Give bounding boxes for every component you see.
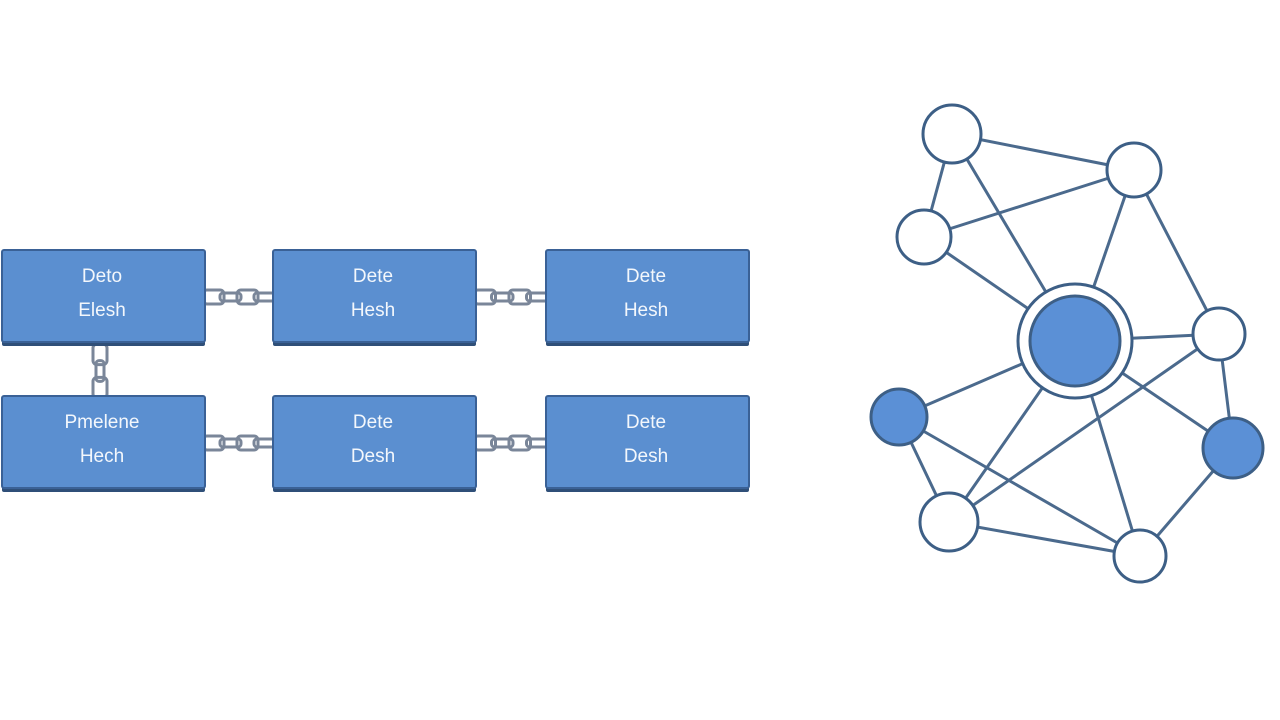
block-line2: Desh <box>624 446 668 467</box>
block-line2: Hesh <box>351 300 395 321</box>
block-body <box>272 249 477 343</box>
empty-node <box>1105 141 1163 199</box>
network-node <box>1201 416 1265 480</box>
block-line2: Elesh <box>78 300 126 321</box>
network-node <box>1105 141 1163 199</box>
chain-link <box>472 434 550 452</box>
chain-ring <box>94 359 106 383</box>
network-edge <box>947 332 1221 524</box>
network-edge <box>922 168 1136 239</box>
chain-ring <box>490 291 515 303</box>
empty-node <box>918 491 980 553</box>
chain-ring <box>490 437 515 449</box>
chain-link <box>201 288 277 306</box>
block-body <box>1 249 206 343</box>
network-node <box>1112 528 1168 584</box>
network-nodes <box>869 103 1265 584</box>
block-line1: Deto <box>82 266 122 287</box>
network-edge <box>947 520 1142 558</box>
block-line2: Hech <box>80 446 124 467</box>
chain-ring <box>235 434 260 452</box>
block-body <box>545 395 750 489</box>
network-edge <box>950 132 1136 172</box>
chain-ring <box>218 437 243 449</box>
filled-node <box>1201 416 1265 480</box>
block-line1: Dete <box>353 412 393 433</box>
empty-node <box>921 103 983 165</box>
filled-node <box>1028 294 1122 388</box>
chain-link <box>472 288 550 306</box>
block-line2: Desh <box>351 446 395 467</box>
network-node <box>869 387 929 447</box>
block-chain: DetoEleshDeteHeshDeteHeshPmeleneHechDete… <box>1 249 750 492</box>
block-body <box>272 395 477 489</box>
block-line1: Pmelene <box>65 412 140 433</box>
block-line2: Hesh <box>624 300 668 321</box>
chain-ring <box>507 288 532 306</box>
empty-node <box>1191 306 1247 362</box>
network-edge <box>1132 168 1221 336</box>
network-node <box>1191 306 1247 362</box>
block-line1: Dete <box>353 266 393 287</box>
block-line1: Dete <box>626 412 666 433</box>
empty-node <box>895 208 953 266</box>
block-body <box>1 395 206 489</box>
network-node <box>921 103 983 165</box>
block-line1: Dete <box>626 266 666 287</box>
chain-ring <box>507 434 532 452</box>
chain-link <box>91 342 109 400</box>
chain-ring <box>235 288 260 306</box>
network-node <box>895 208 953 266</box>
filled-node <box>869 387 929 447</box>
block-body <box>545 249 750 343</box>
chain-link <box>201 434 277 452</box>
network-node <box>1016 282 1134 400</box>
empty-node <box>1112 528 1168 584</box>
chain-ring <box>218 291 243 303</box>
network-node <box>918 491 980 553</box>
network-edge <box>897 415 1142 558</box>
